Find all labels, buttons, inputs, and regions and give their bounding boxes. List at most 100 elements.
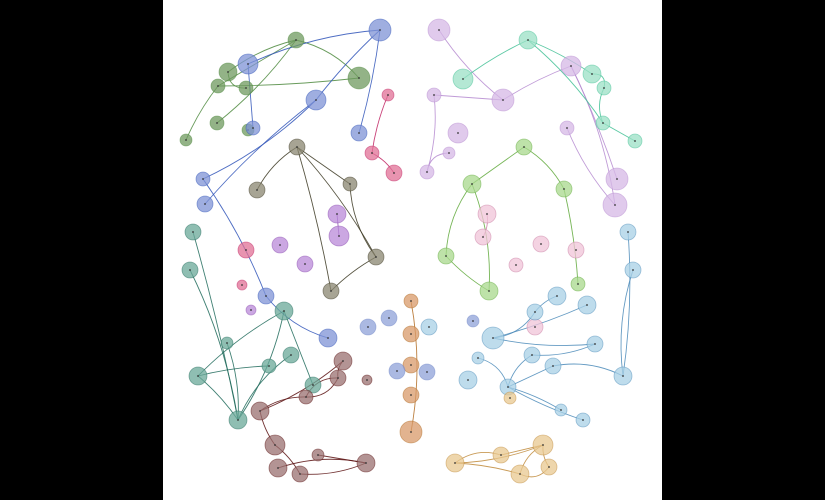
node-brown-9 [361,374,373,386]
edge-olive-0-3 [296,146,377,258]
node-center-teal-6 [197,375,199,377]
node-orange-4 [399,420,423,444]
node-teal-2 [274,301,294,321]
node-center-blue-4 [252,127,254,129]
node-center-blue2-0 [367,326,369,328]
edge-sky-10-8 [552,363,624,377]
node-center-lavender-9 [566,127,568,129]
node-center-lavender-4 [448,152,450,154]
node-center-teal-4 [290,354,292,356]
node-lavender-7 [605,167,629,191]
node-sky-8 [544,357,562,375]
node-center-brown-5 [299,473,301,475]
edge-green-0-5 [216,39,297,124]
node-olive-2 [342,176,358,192]
node-lavender-1 [491,88,515,112]
node-lavender-3 [426,87,442,103]
node-center-teal-2 [283,310,285,312]
node-center-tan-2 [519,473,521,475]
edge-lime-1-3 [445,183,473,257]
node-lavender-4 [442,146,456,160]
node-center-rose-3 [515,264,517,266]
node-brown-4 [268,458,288,478]
node-center-tan-3 [542,444,544,446]
node-green-1 [347,66,371,90]
node-center-blue2-3 [426,371,428,373]
node-pink-4 [236,279,248,291]
edge-blue-5-7 [202,178,267,297]
node-center-lime-1 [471,183,473,185]
node-center-rose-2 [540,243,542,245]
node-teal-1 [181,261,199,279]
node-center-sky-15 [467,379,469,381]
node-rose-0 [477,204,497,224]
node-center-blue-7 [265,295,267,297]
node-pink-2 [385,164,403,182]
node-center-mint-2 [591,73,593,75]
node-center-brown-0 [342,360,344,362]
node-center-pink-1 [371,152,373,154]
node-rose-5 [526,318,544,336]
node-lime-0 [515,138,533,156]
node-center-lavender-8 [614,204,616,206]
node-sky-5 [526,303,544,321]
node-center-brown-3 [274,444,276,446]
node-mint-4 [595,115,611,131]
node-center-violet-0 [336,213,338,215]
node-pink-3 [237,241,255,259]
node-blue-7 [257,287,275,305]
node-center-olive-2 [349,183,351,185]
node-center-green-4 [245,87,247,89]
node-center-teal-3 [226,342,228,344]
node-center-olive-4 [330,290,332,292]
node-sky-2 [547,286,567,306]
node-mint-2 [582,64,602,84]
node-center-orange-2 [410,364,412,366]
node-lavender-6 [560,55,582,77]
node-center-tan-4 [548,466,550,468]
edge-mint-0-2 [527,39,593,75]
edge-blue-2-6 [204,99,317,205]
node-center-sky-6 [492,337,494,339]
node-center-lavender-3 [433,94,435,96]
node-tan-0 [445,453,465,473]
node-center-lavender-2 [457,132,459,134]
node-center-teal-7 [237,419,239,421]
node-center-sky-2 [556,295,558,297]
node-center-lavender-1 [502,99,504,101]
node-brown-3 [264,434,286,456]
node-center-blue2-4 [472,320,474,322]
node-brown-1 [329,369,347,387]
node-rose-3 [508,257,524,273]
node-center-lime-5 [577,283,579,285]
node-center-pink-2 [393,172,395,174]
node-tan-2 [510,464,530,484]
node-sky-13 [554,403,568,417]
node-center-blue-6 [204,203,206,205]
node-center-green-3 [217,85,219,87]
node-mint-3 [596,80,612,96]
node-lavender-5 [419,164,435,180]
node-lavender-9 [559,120,575,136]
node-center-lavender-5 [426,171,428,173]
node-violet-2 [271,236,289,254]
node-brown-0 [333,351,353,371]
node-green-5 [209,115,225,131]
node-blue-5 [195,171,211,187]
edge-olive-0-1 [256,146,298,191]
node-center-violet-2 [279,244,281,246]
node-blue2-3 [418,363,436,381]
node-center-violet-1 [338,235,340,237]
node-center-tan-0 [454,462,456,464]
node-center-rose-0 [486,213,488,215]
node-center-rose-5 [534,326,536,328]
node-center-sky-13 [560,409,562,411]
node-rose-2 [532,235,550,253]
node-center-tan-1 [500,454,502,456]
node-center-sky-9 [594,343,596,345]
node-tan-3 [532,434,554,456]
edge-green-3-6 [185,85,219,141]
node-violet-3 [296,255,314,273]
edge-teal-2-6 [197,310,285,377]
node-center-blue-8 [327,337,329,339]
